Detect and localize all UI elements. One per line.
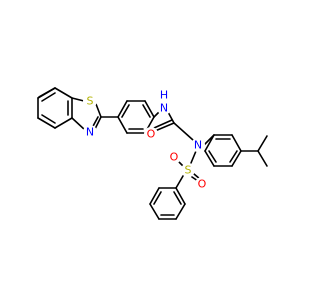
bond-12: [94, 116, 102, 130]
bond-51: [149, 203, 160, 220]
bond-29: [173, 122, 194, 141]
bond-18: [144, 100, 155, 118]
amide-nitrogen-atom: N H: [157, 89, 171, 115]
bond-23: [142, 104, 151, 118]
sulfonyl-oxygen-atom-1: O: [167, 150, 181, 164]
bond-21: [117, 116, 128, 134]
bond-27: [154, 122, 175, 132]
bond-3: [54, 117, 73, 129]
sulfonyl-oxygen-label-1: O: [170, 151, 179, 164]
bond-10: [71, 97, 85, 102]
bond-8: [41, 114, 56, 124]
bonds-layer: [37, 87, 268, 220]
chemical-structure-diagram: S N N H O N S O O: [37, 87, 268, 220]
sulfonyl-oxygen-atom-2: O: [195, 177, 209, 191]
sulfonyl-sulfur-atom: S: [181, 163, 195, 177]
sulfonyl-oxygen-label-2: O: [198, 178, 207, 191]
sulfonamide-nitrogen-label: N: [194, 139, 202, 152]
thiazole-sulfur-atom: S: [83, 94, 97, 108]
bond-6: [37, 87, 56, 99]
bond-39: [208, 150, 217, 163]
sulfonyl-sulfur-label: S: [185, 164, 192, 177]
bond-48: [175, 175, 184, 189]
bond-32: [231, 134, 242, 152]
bond-35: [204, 150, 215, 167]
atom-labels-layer: S N N H O N S O O: [83, 89, 209, 191]
bond-4: [37, 117, 56, 129]
bond-33: [231, 150, 242, 167]
carbonyl-oxygen-label: O: [147, 128, 156, 141]
thiazole-sulfur-label: S: [87, 95, 94, 108]
sulfonamide-nitrogen-atom: N: [191, 138, 205, 152]
amide-hydrogen-label: H: [160, 89, 168, 102]
bond-26: [167, 111, 175, 124]
bond-43: [190, 150, 197, 164]
bond-22: [121, 104, 130, 118]
bond-36: [204, 134, 215, 152]
bond-42: [257, 150, 268, 167]
thiazole-nitrogen-label: N: [86, 126, 94, 139]
bond-38: [229, 150, 238, 163]
carbonyl-oxygen-atom: O: [144, 127, 158, 141]
bond-41: [257, 135, 268, 152]
bond-55: [153, 191, 162, 205]
bond-28: [153, 119, 173, 129]
bond-11: [95, 103, 102, 118]
amide-nitrogen-label: N: [160, 102, 168, 115]
bond-16: [117, 100, 128, 118]
thiazole-nitrogen-atom: N: [83, 125, 97, 139]
bond-13: [71, 117, 86, 131]
bond-57: [173, 191, 182, 205]
bond-54: [175, 187, 186, 205]
bond-9: [41, 92, 56, 102]
bond-53: [175, 203, 186, 220]
bond-50: [149, 187, 160, 205]
bond-1: [54, 87, 73, 99]
